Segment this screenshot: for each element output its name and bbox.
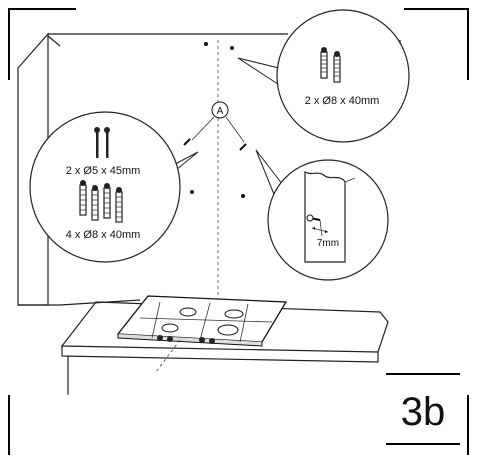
hob-top-surface — [116, 295, 288, 343]
wall-plug-icons-top — [320, 47, 341, 83]
hole-top-left — [204, 42, 208, 46]
crop-mark-top-right — [404, 8, 469, 80]
callout-top-right-circle — [276, 9, 410, 143]
point-a-label: A — [217, 106, 224, 117]
detail-wall-section — [304, 170, 346, 263]
clearance-label: 7mm — [317, 238, 339, 249]
wall-cabinet — [17, 32, 401, 306]
countertop-outline — [60, 301, 389, 353]
drill-holes — [183, 42, 247, 198]
screw-icons — [94, 127, 110, 158]
callout-left-plugs-label: 4 x Ø8 x 40mm — [66, 229, 141, 241]
wall-plug-icons-left — [79, 180, 123, 223]
point-a-leader-right — [225, 116, 245, 143]
point-a-leader-left — [191, 116, 215, 141]
knob-2 — [167, 336, 173, 342]
knob-4 — [209, 338, 215, 344]
corner-crop-marks — [8, 8, 469, 455]
point-a-marker: A — [191, 101, 245, 143]
gas-hob — [116, 295, 288, 373]
countertop — [60, 301, 389, 396]
step-indicator: 3b — [386, 373, 460, 445]
step-label: 3b — [401, 390, 446, 434]
callout-detail-circle — [267, 159, 389, 281]
hole-bottom-left — [190, 190, 194, 194]
crop-mark-top-left — [8, 8, 76, 80]
callout-top-right: 2 x Ø8 x 40mm — [237, 9, 410, 143]
point-a-circle — [211, 101, 229, 119]
knob-3 — [199, 337, 205, 343]
callout-left-screws-label: 2 x Ø5 x 45mm — [66, 165, 141, 177]
knob-1 — [157, 335, 163, 341]
hole-top-right — [230, 46, 234, 50]
wall-corner-edge — [47, 35, 61, 47]
callout-top-right-label: 2 x Ø8 x 40mm — [305, 95, 380, 107]
burner-front-right — [217, 324, 239, 336]
hole-bottom-right — [241, 194, 245, 198]
burner-back-right — [224, 309, 244, 319]
screw-a-right — [239, 143, 247, 151]
callout-detail: 7mm — [255, 149, 389, 281]
countertop-front-edge — [61, 346, 379, 363]
burner-back-left — [179, 307, 197, 317]
hob-front-edge — [117, 334, 263, 347]
burner-front-left — [161, 323, 179, 333]
hob-center-line — [155, 339, 181, 373]
screw-a-left — [183, 138, 191, 146]
callout-left: 2 x Ø5 x 45mm 4 x Ø8 x 40mm — [29, 111, 199, 263]
